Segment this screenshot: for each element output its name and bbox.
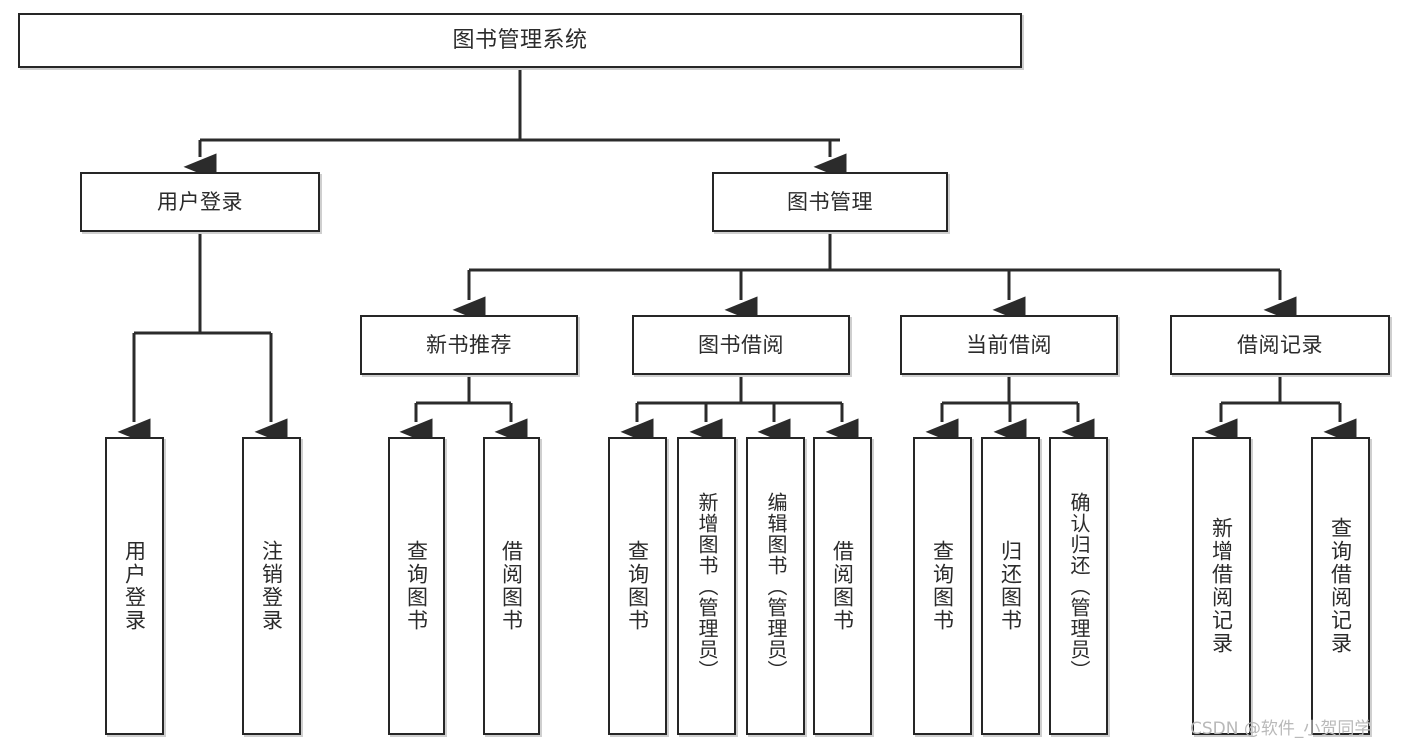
node-label: 借阅记录 (1237, 332, 1323, 357)
node-leaf-user-logout[interactable]: 注销登录 (242, 437, 301, 735)
node-root-book-management-system[interactable]: 图书管理系统 (18, 13, 1022, 68)
node-borrow-record[interactable]: 借阅记录 (1170, 315, 1390, 375)
node-leaf-add-borrow-record[interactable]: 新增借阅记录 (1192, 437, 1251, 735)
node-user-login[interactable]: 用户登录 (80, 172, 320, 232)
node-label: 归还图书 (998, 540, 1023, 632)
node-label: 新增图书（管理员） (695, 491, 719, 681)
node-leaf-confirm-return-admin[interactable]: 确认归还（管理员） (1049, 437, 1108, 735)
node-leaf-borrow-book-recommend[interactable]: 借阅图书 (483, 437, 540, 735)
node-label: 查询图书 (625, 540, 650, 632)
node-book-borrow[interactable]: 图书借阅 (632, 315, 850, 375)
node-new-book-recommend[interactable]: 新书推荐 (360, 315, 578, 375)
node-label: 借阅图书 (830, 540, 855, 632)
node-leaf-query-book-borrow[interactable]: 查询图书 (608, 437, 667, 735)
node-leaf-add-book-admin[interactable]: 新增图书（管理员） (677, 437, 736, 735)
node-label: 当前借阅 (966, 332, 1052, 357)
node-leaf-edit-book-admin[interactable]: 编辑图书（管理员） (746, 437, 805, 735)
node-label: 借阅图书 (499, 540, 524, 632)
node-label: 注销登录 (259, 540, 284, 632)
csdn-watermark: CSDN @软件_小贺同学 (1190, 719, 1372, 739)
node-leaf-user-login[interactable]: 用户登录 (105, 437, 164, 735)
node-label: 图书管理 (787, 189, 873, 214)
node-label: 新增借阅记录 (1209, 517, 1234, 655)
node-label: 用户登录 (122, 540, 147, 632)
node-leaf-query-book-recommend[interactable]: 查询图书 (388, 437, 445, 735)
node-leaf-query-borrow-record[interactable]: 查询借阅记录 (1311, 437, 1370, 735)
node-label: 编辑图书（管理员） (764, 491, 788, 681)
node-leaf-query-book-current[interactable]: 查询图书 (913, 437, 972, 735)
node-leaf-borrow-book[interactable]: 借阅图书 (813, 437, 872, 735)
node-label: 图书管理系统 (452, 27, 588, 53)
node-label: 查询图书 (930, 540, 955, 632)
node-label: 查询图书 (404, 540, 429, 632)
node-label: 查询借阅记录 (1328, 517, 1353, 655)
node-label: 确认归还（管理员） (1067, 491, 1091, 681)
node-label: 新书推荐 (426, 332, 512, 357)
node-label: 图书借阅 (698, 332, 784, 357)
node-book-management[interactable]: 图书管理 (712, 172, 948, 232)
node-label: 用户登录 (157, 189, 243, 214)
node-current-borrow[interactable]: 当前借阅 (900, 315, 1118, 375)
node-leaf-return-book[interactable]: 归还图书 (981, 437, 1040, 735)
